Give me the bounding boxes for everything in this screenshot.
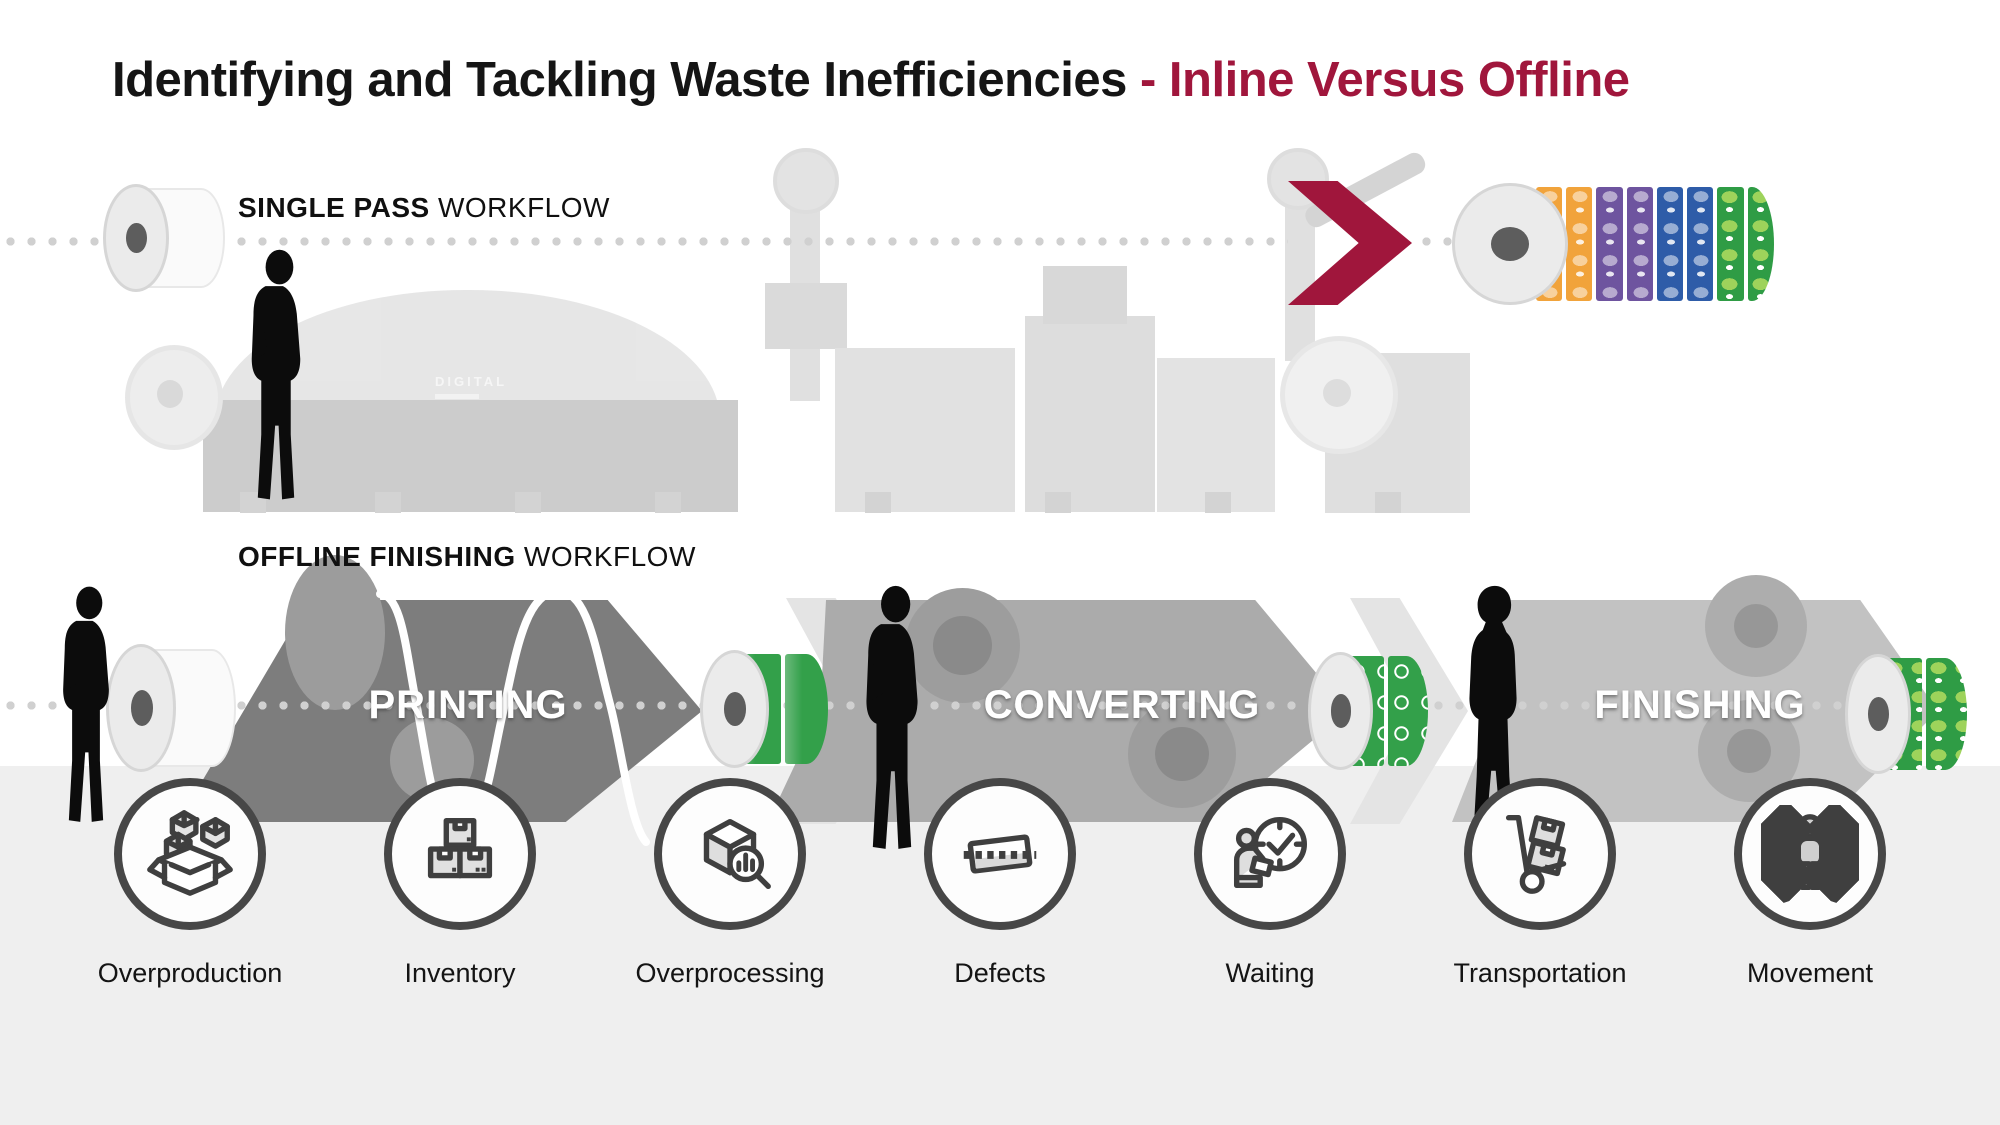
web-path-dotted-line — [0, 700, 1848, 711]
waste-item-transportation: Transportation — [1405, 778, 1675, 1078]
page-title-accent: - Inline Versus Offline — [1140, 53, 1630, 107]
finishing-stage-title: FINISHING — [1594, 683, 1806, 727]
finished-roll — [1845, 654, 1967, 774]
movement-person-arrows-icon — [1761, 805, 1859, 903]
die-cut-roll — [1308, 652, 1428, 770]
page-title: Identifying and Tackling Waste Inefficie… — [112, 52, 1912, 108]
waste-label: Movement — [1746, 958, 1874, 988]
page-title-main: Identifying and Tackling Waste Inefficie… — [112, 53, 1140, 107]
single-pass-workflow-label: SINGLE PASS WORKFLOW — [238, 192, 610, 223]
waste-item-inventory: Inventory — [325, 778, 595, 1078]
printed-roll — [700, 650, 829, 768]
finished-label-rolls — [1452, 183, 1774, 305]
waste-label: Transportation — [1453, 958, 1627, 988]
blank-substrate-roll — [106, 644, 236, 772]
waste-item-overprocessing: Overprocessing — [595, 778, 865, 1078]
waste-item-movement: Movement — [1675, 778, 1945, 1078]
waste-item-overproduction: Overproduction — [55, 778, 325, 1078]
waste-label: Overprocessing — [635, 958, 825, 988]
operator-silhouette — [228, 248, 324, 508]
machine-unwind-roll — [125, 345, 223, 450]
waste-label: Inventory — [404, 958, 516, 988]
web-path-dotted-line — [1416, 236, 1456, 247]
waste-item-defects: Defects — [865, 778, 1135, 1078]
waiting-person-clock-icon — [1233, 817, 1307, 889]
waste-label: Overproduction — [97, 958, 283, 988]
offline-finishing-workflow-label: OFFLINE FINISHING WORKFLOW — [238, 541, 696, 572]
waste-item-waiting: Waiting — [1135, 778, 1405, 1078]
waste-label: Waiting — [1225, 958, 1315, 988]
converting-stage-title: CONVERTING — [983, 683, 1261, 727]
printing-stage-title: PRINTING — [368, 683, 568, 727]
transportation-hand-truck-icon — [1505, 815, 1567, 894]
overproduction-open-box-icon — [147, 810, 233, 896]
waste-types-row: Overproduction Inventory — [55, 778, 1945, 1078]
waste-label: Defects — [954, 958, 1046, 988]
overprocessing-cube-magnifier-icon — [703, 818, 771, 890]
inventory-stacked-boxes-icon — [427, 817, 493, 879]
machine-brand-label: DIGITAL — [435, 374, 508, 389]
defects-cut-label-icon — [963, 834, 1037, 874]
press-roller — [285, 555, 385, 710]
blank-substrate-roll — [103, 184, 225, 292]
press-machine-illustration: DIGITAL — [125, 148, 1470, 513]
web-path-dotted-line — [0, 236, 1288, 247]
